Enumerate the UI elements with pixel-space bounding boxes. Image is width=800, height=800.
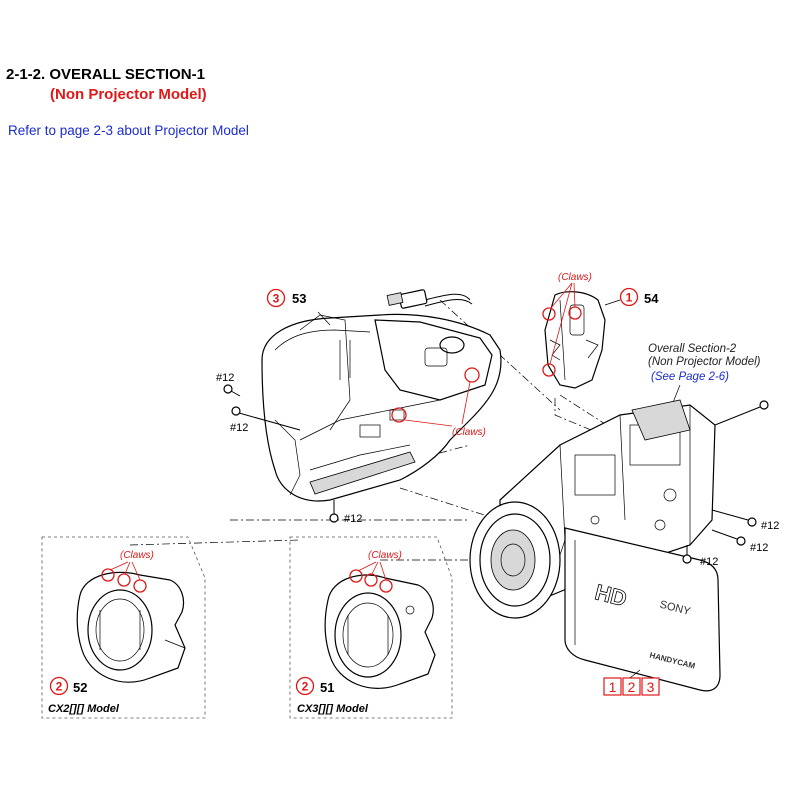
claws-label-53: (Claws)	[452, 427, 486, 438]
circle-callout-2-a-number: 2	[56, 680, 63, 694]
circle-callout-1	[619, 287, 639, 307]
screw-label-f: #12	[750, 542, 768, 554]
overall-section-ref-line1: Overall Section-2	[648, 343, 737, 355]
screw-label-c: #12	[344, 513, 362, 525]
part-number-54: 54	[644, 291, 659, 306]
boxed-number-2: 2	[628, 679, 636, 695]
handle-grip-assembly	[261, 289, 502, 502]
cx2-model-label: CX2[][] Model	[48, 703, 120, 715]
claw-marker-51b	[364, 573, 378, 587]
screw-12-a	[223, 384, 241, 397]
claw-marker-53b	[464, 367, 480, 383]
circle-callout-3-number: 3	[273, 292, 280, 306]
part-number-51: 51	[320, 680, 334, 695]
claw-marker-52a	[101, 568, 115, 582]
cx3-model-box	[289, 536, 453, 719]
lens-hood-part-52	[76, 571, 186, 683]
screw-label-e: #12	[761, 520, 779, 532]
part-number-52: 52	[73, 680, 87, 695]
claws-label-52: (Claws)	[120, 550, 154, 561]
claw-marker-53a	[391, 407, 407, 423]
circle-callout-3	[266, 288, 286, 308]
page-title: 2-1-2. OVERALL SECTION-1	[6, 66, 205, 83]
circle-callout-1-number: 1	[626, 291, 633, 305]
circle-callout-2-b	[295, 676, 315, 696]
screw-12-f	[711, 529, 746, 546]
overall-section-ref-line2: (Non Projector Model)	[648, 356, 761, 368]
screw-12-d	[714, 400, 769, 426]
screw-12-e	[711, 509, 757, 527]
screw-label-a: #12	[216, 372, 234, 384]
claw-marker-51a	[349, 569, 363, 583]
projector-model-reference-link[interactable]: Refer to page 2-3 about Projector Model	[8, 123, 249, 138]
circle-callout-2-a	[49, 676, 69, 696]
boxed-number-1: 1	[609, 679, 617, 695]
camera-body: HD SONY HANDYCAM	[469, 399, 721, 692]
page-subtitle: (Non Projector Model)	[50, 86, 207, 103]
cx3-model-label: CX3[][] Model	[297, 703, 369, 715]
claw-marker-54c	[542, 363, 556, 377]
leader-53	[317, 311, 331, 326]
lens-hood-part-51	[324, 574, 436, 689]
hd-logo: HD	[592, 579, 629, 611]
claw-marker-52b	[117, 573, 131, 587]
part-number-53: 53	[292, 291, 306, 306]
boxed-number-3: 3	[647, 679, 655, 695]
screw-12-g	[682, 545, 692, 564]
circle-callout-2-b-number: 2	[302, 680, 309, 694]
cx2-model-box	[41, 536, 206, 719]
overall-section-ref-link[interactable]: (See Page 2-6)	[651, 371, 729, 383]
claws-label-54: (Claws)	[558, 272, 592, 283]
screw-label-g: #12	[700, 556, 718, 568]
screw-12-c	[329, 500, 339, 523]
screw-label-b: #12	[230, 422, 248, 434]
claw-marker-54a	[542, 307, 556, 321]
boxed-reference-numbers: 1 2 3	[603, 669, 660, 696]
claws-label-51: (Claws)	[368, 550, 402, 561]
screw-12-b	[231, 406, 301, 431]
